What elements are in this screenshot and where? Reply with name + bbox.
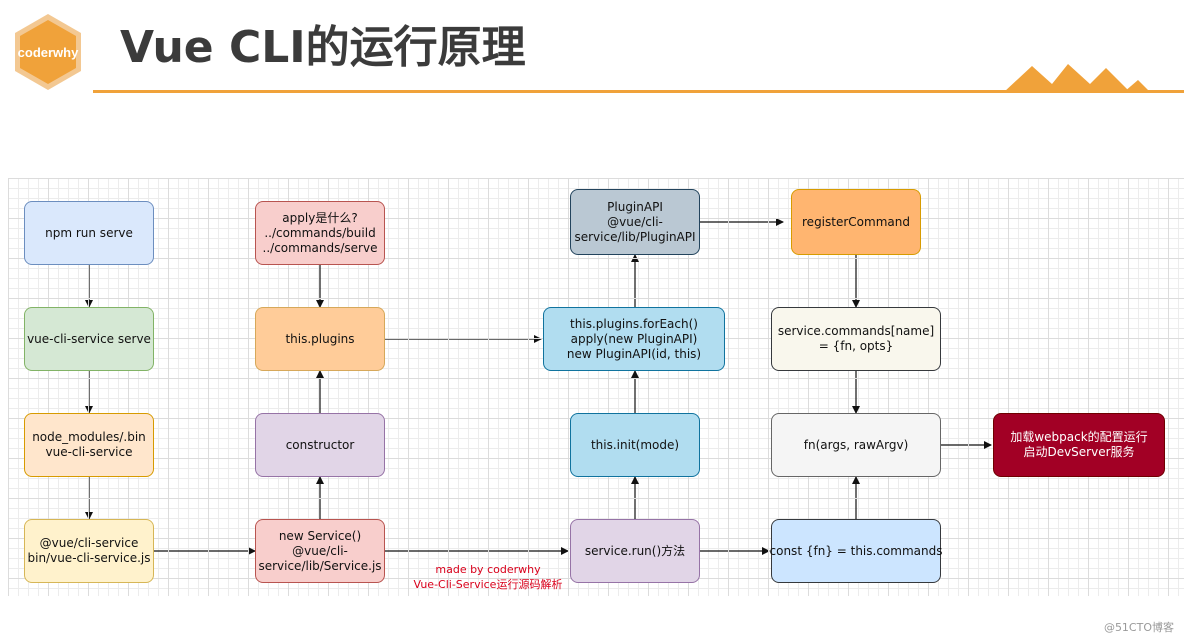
header-divider: [93, 90, 1184, 93]
node-load-webpack: 加载webpack的配置运行 启动DevServer服务: [993, 413, 1165, 477]
node-line: 启动DevServer服务: [1023, 445, 1135, 459]
node-line: constructor: [285, 437, 355, 452]
node-service-run: service.run()方法: [570, 519, 700, 583]
node-fn-args: fn(args, rawArgv): [771, 413, 941, 477]
node-line: this.plugins: [285, 331, 355, 346]
mountains-decoration-icon: [1004, 64, 1150, 92]
node-constructor: constructor: [255, 413, 385, 477]
node-service-commands: service.commands[name] = {fn, opts}: [771, 307, 941, 371]
node-apply-question: apply是什么? ../commands/build ../commands/…: [255, 201, 385, 265]
node-line: service/lib/Service.js: [258, 558, 382, 573]
node-line: bin/vue-cli-service.js: [27, 551, 151, 565]
node-line: service/lib/PluginAPI: [574, 229, 696, 244]
node-this-init: this.init(mode): [570, 413, 700, 477]
node-line: 加载webpack的配置运行: [1010, 430, 1148, 444]
node-vue-cli-service-js: @vue/cli-service bin/vue-cli-service.js: [24, 519, 154, 583]
node-plugins-foreach: this.plugins.forEach() apply(new PluginA…: [543, 307, 725, 371]
node-line: const {fn} = this.commands: [769, 543, 943, 558]
coderwhy-logo: coderwhy: [8, 12, 88, 92]
node-line: new Service(): [278, 528, 362, 543]
node-line: apply是什么?: [282, 210, 358, 225]
author-note: made by coderwhy Vue-Cli-Service运行源码解析: [388, 562, 588, 592]
node-line: vue-cli-service serve: [27, 331, 151, 346]
node-register-command: registerCommand: [791, 189, 921, 255]
node-node-modules-bin: node_modules/.bin vue-cli-service: [24, 413, 154, 477]
node-plugin-api: PluginAPI @vue/cli- service/lib/PluginAP…: [570, 189, 700, 255]
node-line: fn(args, rawArgv): [803, 437, 909, 452]
logo-text: coderwhy: [17, 44, 79, 60]
node-line: ../commands/build: [264, 225, 376, 240]
logo-badge-icon: [15, 14, 81, 90]
node-line: new PluginAPI(id, this): [566, 346, 702, 361]
node-const-fn: const {fn} = this.commands: [769, 519, 943, 583]
node-new-service: new Service() @vue/cli- service/lib/Serv…: [255, 519, 385, 583]
node-line: this.init(mode): [590, 437, 680, 452]
node-line: this.plugins.forEach(): [570, 316, 698, 331]
node-line: node_modules/.bin: [32, 430, 146, 444]
node-line: apply(new PluginAPI): [570, 331, 698, 346]
node-line: PluginAPI: [607, 199, 663, 214]
node-line: vue-cli-service: [45, 445, 133, 459]
node-this-plugins: this.plugins: [255, 307, 385, 371]
node-vue-cli-service-serve: vue-cli-service serve: [24, 307, 154, 371]
diagram-canvas: npm run serve vue-cli-service serve node…: [8, 178, 1184, 596]
node-line: service.run()方法: [584, 543, 686, 558]
diagram-edges: [85, 218, 992, 555]
page-title: Vue CLI的运行原理: [120, 22, 526, 73]
watermark: @51CTO博客: [1103, 621, 1174, 634]
note-line: made by coderwhy: [435, 563, 541, 576]
node-line: @vue/cli-: [607, 214, 663, 229]
note-line: Vue-Cli-Service运行源码解析: [413, 578, 563, 591]
node-line: = {fn, opts}: [818, 339, 894, 353]
node-line: registerCommand: [802, 214, 910, 229]
node-line: @vue/cli-: [292, 543, 348, 558]
node-npm-run-serve: npm run serve: [24, 201, 154, 265]
node-line: ../commands/serve: [262, 240, 378, 255]
node-line: npm run serve: [45, 225, 133, 240]
node-line: @vue/cli-service: [39, 536, 139, 550]
node-line: service.commands[name]: [777, 324, 935, 338]
